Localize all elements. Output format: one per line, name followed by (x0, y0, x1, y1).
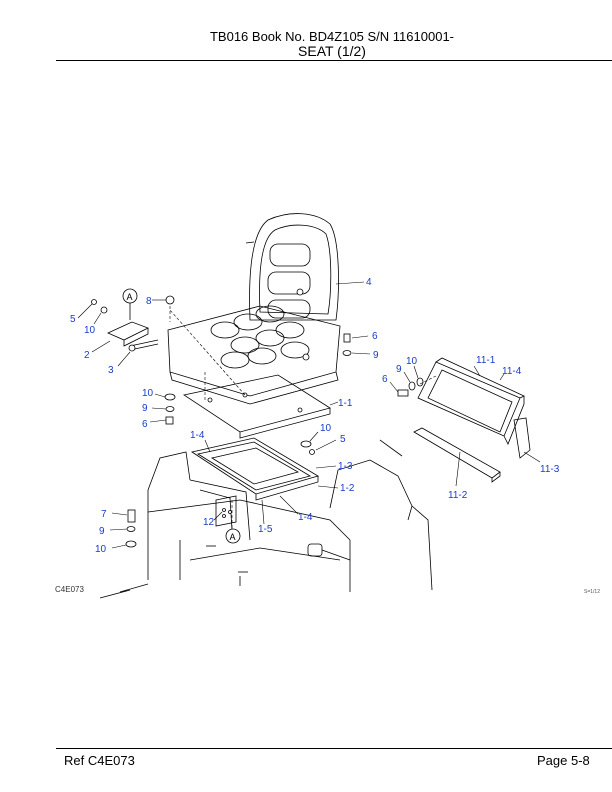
bolt-assembly-right (342, 333, 371, 356)
callout-1-4: 1-4 (298, 512, 313, 523)
callout-9: 9 (99, 526, 105, 537)
callout-9: 9 (396, 364, 402, 375)
figure-scale-mark: S=1/12 (584, 589, 600, 595)
callout-11-3: 11-3 (540, 464, 560, 475)
callout-9: 9 (373, 350, 379, 361)
seat-slide-plate (169, 309, 339, 439)
callout-11-4: 11-4 (502, 366, 522, 377)
seat-cushion (167, 305, 341, 405)
washer-stack-left (149, 393, 176, 425)
callout-10: 10 (406, 356, 418, 367)
view-marker-a-lower (225, 528, 241, 544)
seat-stand-frame (99, 439, 433, 599)
seat-backrest (245, 213, 365, 321)
callout-1-4: 1-4 (190, 430, 205, 441)
callout-2: 2 (84, 350, 90, 361)
callout-1-3: 1-3 (338, 461, 353, 472)
callout-8: 8 (146, 296, 152, 307)
callout-11-2: 11-2 (448, 490, 468, 501)
callout-10: 10 (95, 544, 107, 555)
callout-4: 4 (366, 277, 372, 288)
callout-1-1: 1-1 (338, 398, 353, 409)
bracket-assembly (77, 295, 175, 367)
callout-1-5: 1-5 (258, 524, 273, 535)
header-rule (56, 60, 612, 61)
callout-6: 6 (372, 331, 378, 342)
callout-9: 9 (142, 403, 148, 414)
view-marker-a (122, 288, 138, 304)
header-book-info: TB016 Book No. BD4Z105 S/N 11610001- (209, 29, 455, 44)
view-marker-a-label: A (127, 292, 133, 302)
view-marker-a-lower-label: A (230, 532, 236, 542)
callout-3: 3 (108, 365, 114, 376)
bolt-stack-lower-left (109, 509, 223, 549)
footer-ref: Ref C4E073 (64, 753, 135, 768)
footer-page-number: Page 5-8 (537, 753, 590, 768)
nut-5 (309, 449, 315, 455)
seat-bracket-11 (389, 357, 541, 487)
callout-12: 12 (203, 517, 215, 528)
callout-10: 10 (84, 325, 96, 336)
washer-10 (300, 440, 312, 448)
callout-1-2: 1-2 (340, 483, 355, 494)
callout-11-1: 11-1 (476, 355, 496, 366)
storage-tray (190, 437, 339, 525)
page-title: SEAT (1/2) (298, 43, 366, 59)
callout-6: 6 (142, 419, 148, 430)
figure-code: C4E073 (55, 585, 84, 594)
callout-10: 10 (142, 388, 154, 399)
callout-5: 5 (340, 434, 346, 445)
callout-10: 10 (320, 423, 332, 434)
callout-5: 5 (70, 314, 76, 325)
callout-6: 6 (382, 374, 388, 385)
footer-rule (56, 748, 612, 749)
callout-7: 7 (101, 509, 107, 520)
